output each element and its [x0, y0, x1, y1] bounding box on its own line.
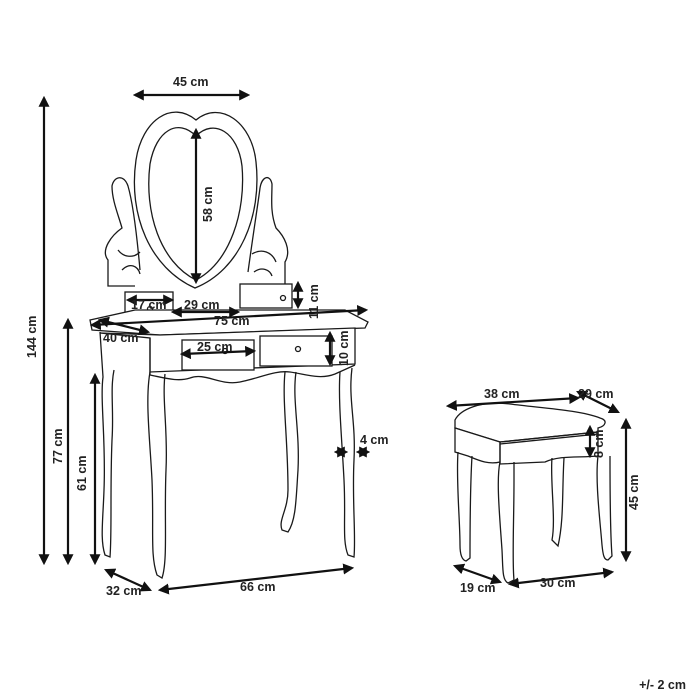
label-leg-thickness: 4 cm [360, 433, 389, 447]
mirror-scroll-left [104, 177, 141, 287]
label-drawer-width: 25 cm [197, 340, 232, 354]
stool-leg-front-right [596, 455, 613, 561]
label-stool-cushion-height: 8 cm [592, 430, 606, 459]
label-leg-height: 61 cm [75, 456, 89, 491]
label-base-depth: 32 cm [106, 584, 141, 598]
tolerance-note: +/- 2 cm [639, 678, 686, 692]
mirror-scroll-right [247, 177, 289, 287]
leg-front-right [338, 367, 356, 558]
leg-back-right [280, 371, 299, 533]
label-stool-width: 38 cm [484, 387, 519, 401]
label-stool-base-width: 30 cm [540, 576, 575, 590]
label-table-depth: 40 cm [103, 331, 138, 345]
label-total-height: 144 cm [25, 316, 39, 358]
stool-leg-front-left [497, 461, 515, 584]
label-table-width: 75 cm [214, 314, 249, 328]
stool [454, 402, 613, 584]
label-stool-height: 45 cm [627, 475, 641, 510]
label-base-width: 66 cm [240, 580, 275, 594]
leg-back-left [99, 331, 115, 558]
label-stool-base-depth: 19 cm [460, 581, 495, 595]
label-mirror-width: 45 cm [173, 75, 208, 89]
stool-leg-back-left [456, 451, 473, 562]
dimension-arrows [38, 89, 632, 595]
label-mirror-base-width: 29 cm [184, 298, 219, 312]
label-drawer-height: 10 cm [337, 331, 351, 366]
label-small-drawer-width: 17 cm [131, 298, 166, 312]
stool-leg-back-right [550, 457, 565, 548]
leg-front-left [147, 371, 168, 579]
label-top-drawer-height: 11 cm [307, 284, 321, 319]
label-stool-depth: 29 cm [578, 387, 613, 401]
label-table-height: 77 cm [51, 429, 65, 464]
label-mirror-height: 58 cm [201, 187, 215, 222]
